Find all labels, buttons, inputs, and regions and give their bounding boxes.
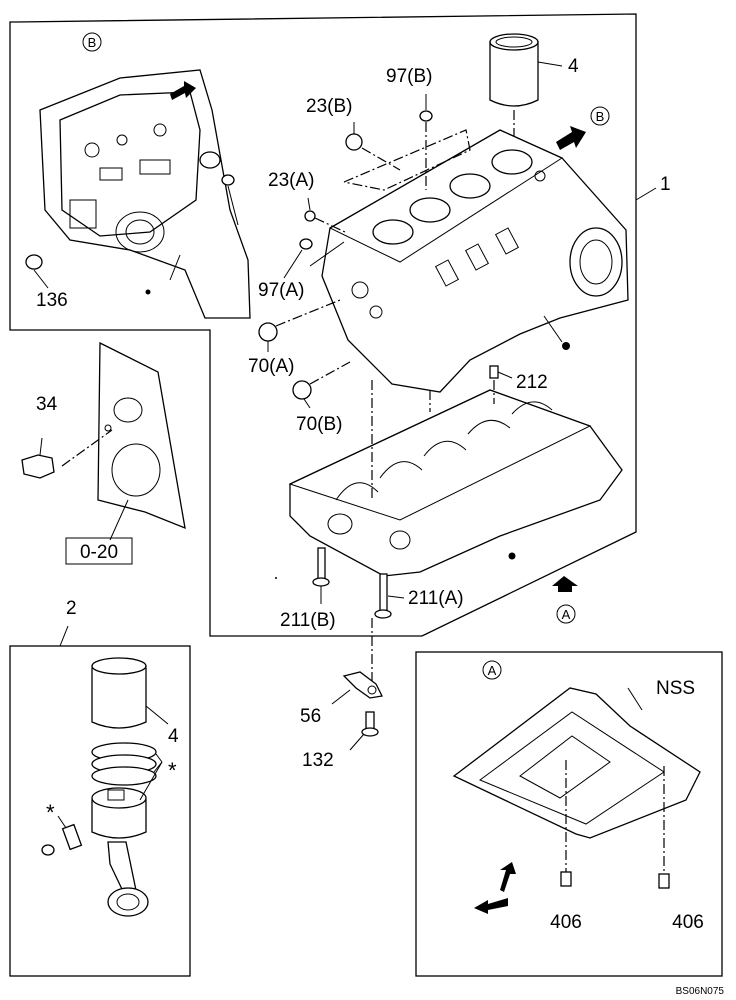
label-0-20: 0-20 <box>80 542 118 563</box>
label-136: 136 <box>36 290 68 311</box>
part-23a-shape <box>304 210 316 222</box>
part-406-left-stud <box>560 871 572 887</box>
label-406-left: 406 <box>550 912 582 933</box>
part-132-bolt <box>349 711 379 751</box>
label-97b: 97(B) <box>386 66 432 87</box>
ref-box-0-20 <box>65 537 133 565</box>
label-70b: 70(B) <box>296 414 342 435</box>
part-211a-bolt <box>374 573 405 619</box>
view-b-arrow-main <box>556 126 586 150</box>
view-a-label-main: A <box>562 607 571 622</box>
view-b-arrow-inset <box>170 81 196 100</box>
label-nss: NSS <box>656 678 695 699</box>
gasket-and-plug-group <box>21 341 186 541</box>
label-212: 212 <box>516 372 548 393</box>
label-23b: 23(B) <box>306 96 352 117</box>
view-a-label-inset: A <box>488 663 497 678</box>
inset-b-front-cover <box>25 69 251 319</box>
part-406-right-stud <box>658 873 670 889</box>
main-assembly-border <box>9 13 637 637</box>
view-b-circle-inset <box>82 32 102 52</box>
piston-kit-parts <box>41 657 169 917</box>
inset-a-direction-arrows <box>474 862 516 914</box>
drawing-code: BS06N075 <box>676 986 725 997</box>
label-2: 2 <box>66 598 77 619</box>
view-b-label-main: B <box>596 109 605 124</box>
part-97b-shape <box>419 110 433 122</box>
view-a-circle-inset <box>482 660 502 680</box>
part-212-stud <box>489 365 513 404</box>
label-97a: 97(A) <box>258 280 304 301</box>
block-plugs-and-seals <box>258 94 471 409</box>
label-star-pin: * <box>46 800 55 825</box>
part-136-plug-shape <box>25 254 43 270</box>
part-70a-shape <box>258 322 278 342</box>
view-b-circle-main <box>590 106 610 126</box>
cylinder-liner-top <box>489 33 563 150</box>
cylinder-block <box>321 129 629 393</box>
view-a-arrow-main <box>552 576 578 592</box>
part-211b-bolt <box>312 547 330 604</box>
label-56: 56 <box>300 706 321 727</box>
inset-a-oil-pan <box>452 687 701 889</box>
piston-kit-box <box>9 645 191 977</box>
part-34-plug-shape <box>21 454 55 479</box>
label-1: 1 <box>660 174 671 195</box>
label-4-kit: 4 <box>168 726 179 747</box>
label-70a: 70(A) <box>248 356 294 377</box>
label-4-top: 4 <box>568 56 579 77</box>
part-23b-shape <box>345 133 363 151</box>
view-b-label-inset: B <box>88 35 97 50</box>
label-211a: 211(A) <box>408 588 464 609</box>
part-70b-shape <box>292 380 312 400</box>
label-211b: 211(B) <box>280 610 336 631</box>
lower-crankcase <box>288 380 623 577</box>
label-23a: 23(A) <box>268 170 314 191</box>
label-star-rings: * <box>168 758 177 783</box>
label-34: 34 <box>36 394 58 415</box>
inset-a-box <box>415 651 723 977</box>
view-a-circle-main <box>556 604 576 624</box>
label-132: 132 <box>302 750 334 771</box>
label-406-right: 406 <box>672 912 704 933</box>
part-56-bracket <box>331 671 383 705</box>
part-97a-shape <box>299 238 313 250</box>
